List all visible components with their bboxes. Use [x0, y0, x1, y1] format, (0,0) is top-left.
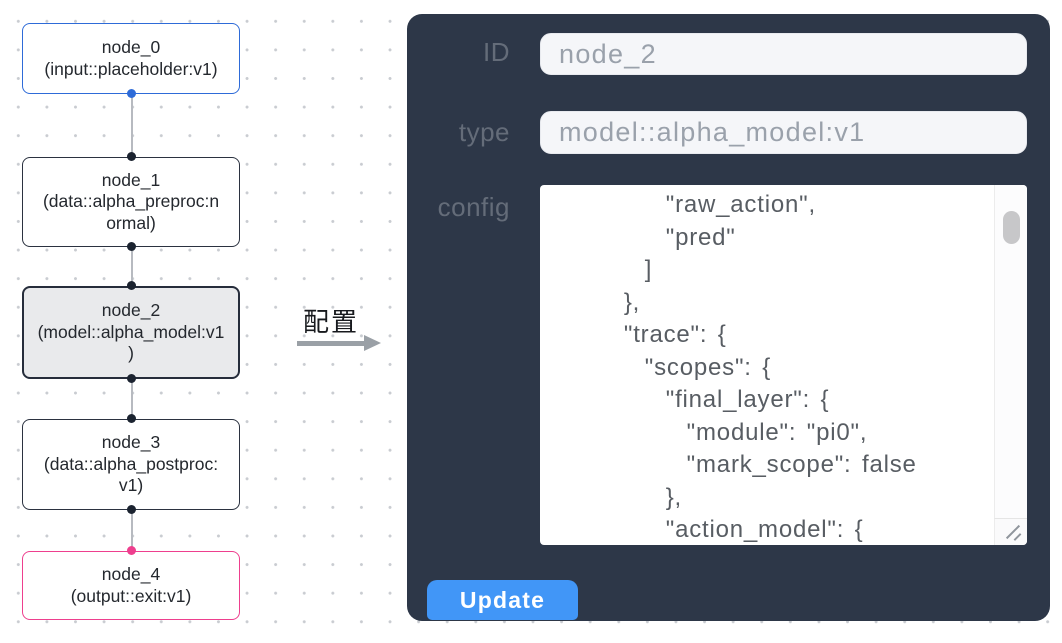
update-button[interactable]: Update	[427, 580, 578, 620]
node-label: node_4 (output::exit:v1)	[70, 564, 192, 606]
node_3-output-handle[interactable]	[127, 505, 136, 514]
node_4-input-handle[interactable]	[127, 546, 136, 555]
node_1-input-handle[interactable]	[127, 152, 136, 161]
config-json-text: "raw_action", "pred" ] }, "trace": { "sc…	[623, 191, 917, 543]
flow-node-node_3[interactable]: node_3 (data::alpha_postproc: v1)	[22, 419, 240, 510]
configure-annotation-label: 配置	[302, 307, 359, 337]
node_3-input-handle[interactable]	[127, 414, 136, 423]
node_2-input-handle[interactable]	[127, 281, 136, 290]
edge-node_0-node_1	[131, 94, 133, 157]
node_0-output-handle[interactable]	[127, 89, 136, 98]
flow-node-node_4[interactable]: node_4 (output::exit:v1)	[22, 551, 240, 620]
node-label: node_3 (data::alpha_postproc: v1)	[43, 432, 219, 496]
node-label: node_1 (data::alpha_preproc:n ormal)	[42, 169, 220, 233]
flow-node-node_2-selected[interactable]: node_2 (model::alpha_model:v1 )	[22, 286, 240, 379]
config-textarea[interactable]: "raw_action", "pred" ] }, "trace": { "sc…	[540, 185, 1027, 545]
node-label: node_2 (model::alpha_model:v1 )	[37, 300, 225, 364]
config-scrollbar-track[interactable]	[994, 185, 1027, 518]
type-input[interactable]	[540, 111, 1027, 154]
config-scrollbar-corner	[994, 518, 1027, 545]
edge-node_1-node_2	[131, 247, 133, 286]
node_2-output-handle[interactable]	[127, 374, 136, 383]
flow-node-node_1[interactable]: node_1 (data::alpha_preproc:n ormal)	[22, 157, 240, 247]
id-field-label: ID	[483, 37, 510, 67]
node-config-panel: ID type config "raw_action", "pred" ] },…	[407, 14, 1050, 621]
node_1-output-handle[interactable]	[127, 242, 136, 251]
edge-node_3-node_4	[131, 510, 133, 551]
node-label: node_0 (input::placeholder:v1)	[44, 37, 218, 79]
id-input[interactable]	[540, 33, 1027, 75]
config-field-label: config	[437, 192, 510, 222]
config-scrollbar-thumb[interactable]	[1003, 211, 1020, 244]
flow-node-node_0[interactable]: node_0 (input::placeholder:v1)	[22, 23, 240, 94]
resize-grip-icon[interactable]	[1004, 523, 1024, 541]
arrow-right-icon	[297, 335, 381, 351]
type-field-label: type	[458, 117, 510, 147]
edge-node_2-node_3	[131, 379, 133, 419]
